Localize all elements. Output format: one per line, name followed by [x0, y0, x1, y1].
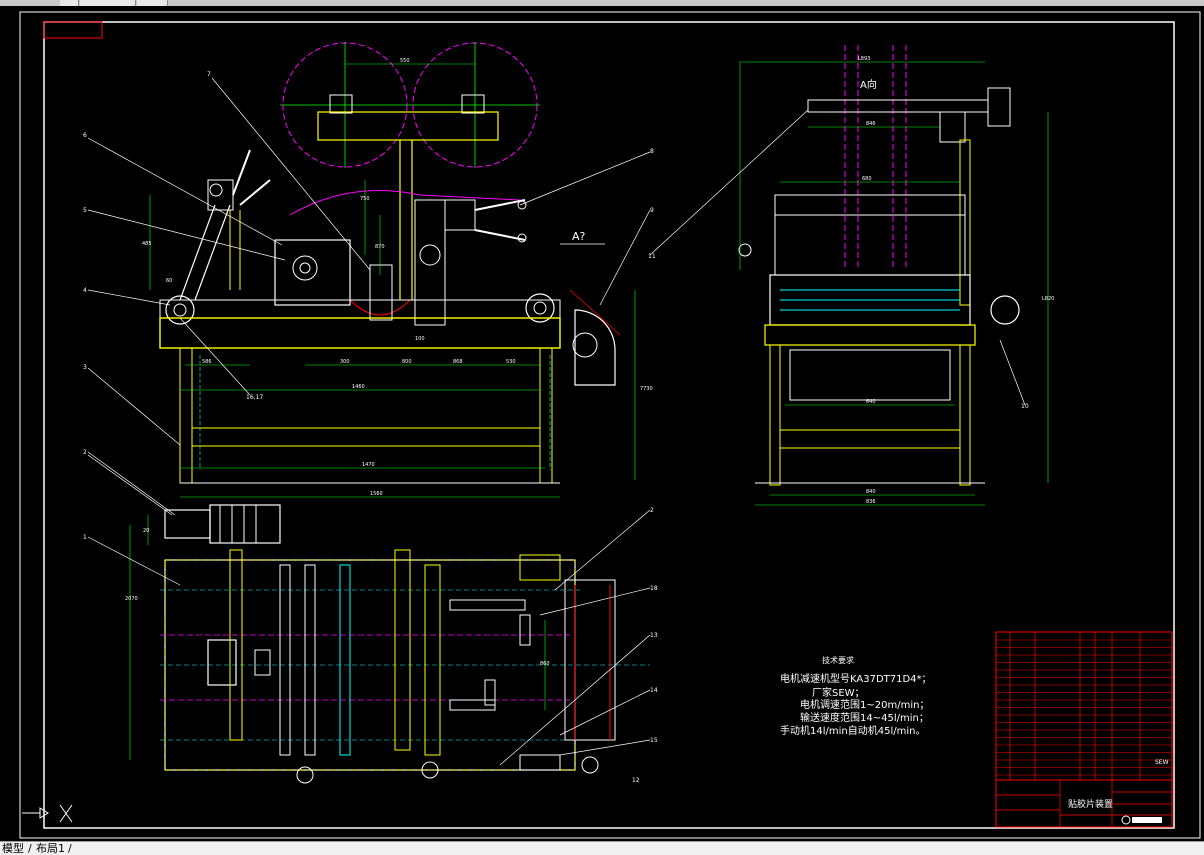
- motor-left: [164, 509, 211, 539]
- part-label: 4: [83, 287, 87, 294]
- tab-separator: /: [28, 842, 32, 855]
- dimension: 836: [866, 499, 876, 505]
- tech-title: 技术要求: [822, 656, 854, 665]
- dimension: 60: [166, 278, 172, 284]
- view-label: A向: [860, 78, 877, 91]
- sheet-outer-border: [19, 11, 1201, 839]
- part-label: 7: [207, 71, 211, 78]
- part-label: 14: [650, 687, 658, 694]
- dimension: 1460: [352, 384, 365, 390]
- dimension: 20: [143, 528, 149, 534]
- part-label: 2: [83, 449, 87, 456]
- part-label: 15: [650, 737, 658, 744]
- tab-layout1[interactable]: 布局1: [36, 842, 65, 855]
- toolbar-strip: [0, 0, 1204, 6]
- part-label: 12: [632, 777, 640, 784]
- dimension: 2070: [125, 596, 138, 602]
- front-view: [87, 42, 651, 516]
- dimension: 300: [340, 359, 350, 365]
- dimension: 485: [142, 241, 152, 247]
- sheet-inner-border: [43, 21, 1175, 829]
- dimension: 840: [866, 489, 876, 495]
- dimension: 750: [360, 196, 370, 202]
- tab-separator: /: [68, 842, 72, 855]
- ucs-icon: [22, 804, 73, 823]
- dimension: 870: [375, 244, 385, 250]
- part-label: 5: [83, 207, 87, 214]
- dimension: 640: [866, 399, 876, 405]
- part-label: 1: [83, 534, 87, 541]
- part-label: 11: [648, 253, 656, 260]
- dimension: L820: [1042, 296, 1054, 302]
- dimension: 860: [540, 661, 550, 667]
- brand-cell: SEW: [1155, 759, 1169, 766]
- tech-line: 电机减速机型号KA37DT71D4*；: [780, 674, 932, 685]
- dimension: 586: [202, 359, 212, 365]
- dimension: 7730: [640, 386, 653, 392]
- dimension: 550: [400, 58, 410, 64]
- drawing-name: 贴胶片装置: [1068, 798, 1113, 810]
- part-label: 13: [650, 632, 658, 639]
- layout-tabs-bar: 模型 / 布局1 /: [0, 841, 1204, 855]
- motor-right: [209, 504, 281, 544]
- toolbar-button[interactable]: [137, 0, 168, 6]
- tech-line: 电机调速范围1~20m/min；: [800, 700, 930, 711]
- tech-line: 输送速度范围14~45l/min；: [800, 713, 929, 724]
- part-label: 3: [83, 364, 87, 371]
- top-view: [87, 454, 651, 784]
- toolbar-button[interactable]: [80, 0, 136, 6]
- part-label: 10: [1021, 403, 1029, 410]
- part-label: 9: [650, 207, 654, 214]
- tab-model[interactable]: 模型: [2, 842, 24, 855]
- dimension: L893: [858, 56, 870, 62]
- corner-box: [43, 21, 103, 39]
- part-label: 2: [650, 507, 654, 514]
- tech-line: 手动机14l/min自动机45l/min。: [780, 726, 926, 737]
- drawing-canvas[interactable]: 7 6 5 4 3 2 8 9 16,17 550 485 750 870 14…: [0, 6, 1204, 841]
- side-view: [649, 45, 1049, 506]
- dimension: 800: [402, 359, 412, 365]
- dimension: 846: [866, 121, 876, 127]
- part-label: 8: [650, 148, 654, 155]
- dimension: 1470: [362, 462, 375, 468]
- dimension: 680: [862, 176, 872, 182]
- dimension: 530: [506, 359, 516, 365]
- title-block: 贴胶片装置 SEW: [995, 631, 1173, 828]
- part-label: 6: [83, 132, 87, 139]
- toolbar-button[interactable]: [60, 0, 79, 6]
- balloon-label: 16,17: [246, 394, 263, 401]
- dimension: 868: [453, 359, 463, 365]
- part-label: 18: [650, 585, 658, 592]
- dimension: 1560: [370, 491, 383, 497]
- section-mark: A?: [572, 230, 586, 243]
- tech-line: 厂家SEW；: [812, 688, 865, 699]
- dimension: 100: [415, 336, 425, 342]
